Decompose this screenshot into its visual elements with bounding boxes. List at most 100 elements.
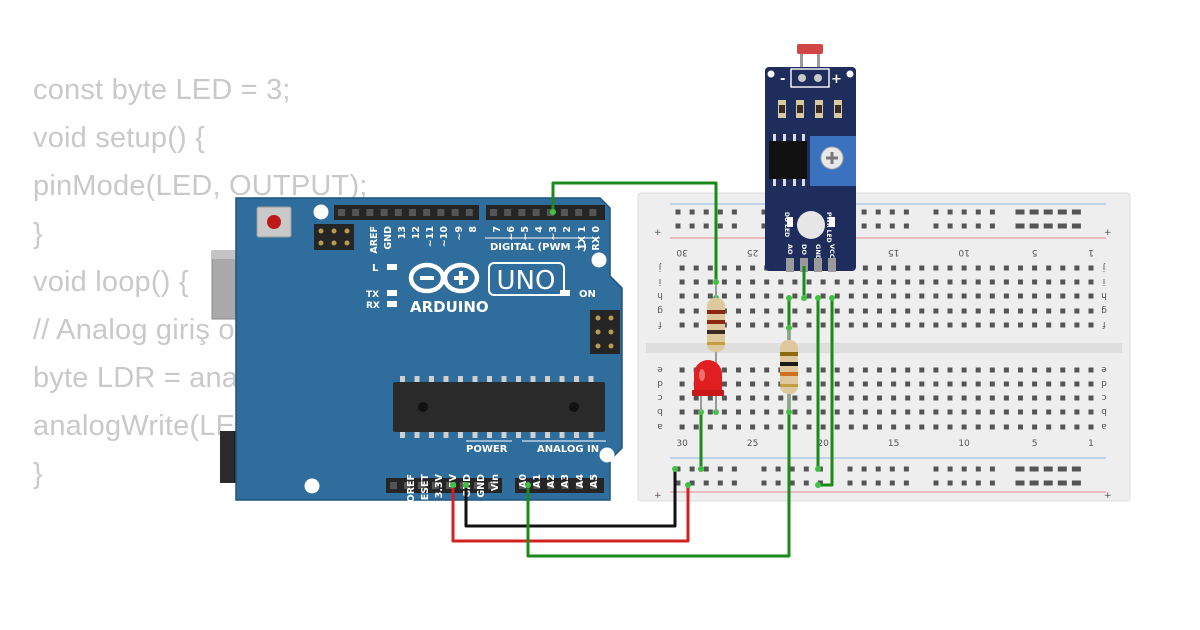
- breadboard-hole: [675, 480, 681, 486]
- breadboard-hole: [947, 409, 953, 415]
- breadboard-hole: [717, 223, 723, 229]
- breadboard-hole: [848, 322, 854, 328]
- sensor-do-led-label: DO LED: [783, 212, 790, 237]
- breadboard-hole: [989, 279, 995, 285]
- col-number-bottom: 15: [888, 439, 899, 449]
- row-label-left: j: [659, 262, 663, 272]
- breadboard-hole: [1057, 223, 1063, 229]
- breadboard-hole: [947, 322, 953, 328]
- breadboard-hole: [947, 480, 953, 486]
- breadboard-hole: [792, 279, 798, 285]
- breadboard-hole: [877, 409, 882, 415]
- breadboard-hole: [891, 381, 897, 387]
- breadboard-hole: [1046, 308, 1052, 314]
- breadboard-hole: [1029, 466, 1035, 472]
- breadboard-hole: [989, 209, 995, 215]
- analog-pin-label: A4: [575, 474, 586, 488]
- col-number-top: 30: [676, 247, 688, 257]
- breadboard-hole: [989, 308, 995, 314]
- breadboard-hole: [750, 381, 756, 387]
- breadboard-hole: [947, 209, 953, 215]
- breadboard-hole: [689, 480, 695, 486]
- rail-plus-bottom-right: +: [1104, 491, 1112, 501]
- breadboard-hole: [834, 308, 840, 314]
- breadboard-hole: [889, 223, 895, 229]
- wire-gnd-to-rail: [464, 469, 677, 528]
- row-label-right: e: [1101, 364, 1107, 374]
- breadboard-hole: [1033, 209, 1039, 215]
- breadboard-hole: [689, 223, 695, 229]
- breadboard-hole: [862, 424, 868, 430]
- wire-endpoint: [801, 295, 807, 301]
- sensor-pwr-led-label: PWR LED: [825, 212, 832, 243]
- breadboard-hole: [1003, 381, 1009, 387]
- breadboard-hole: [1029, 209, 1035, 215]
- breadboard-hole: [1074, 279, 1080, 285]
- breadboard-hole: [775, 466, 781, 472]
- breadboard-hole: [933, 293, 939, 299]
- breadboard-hole: [1003, 308, 1009, 314]
- breadboard-hole: [736, 409, 741, 415]
- breadboard-hole: [848, 381, 854, 387]
- breadboard-hole: [891, 279, 897, 285]
- breadboard-hole: [861, 223, 867, 229]
- breadboard-hole: [1088, 265, 1094, 271]
- breadboard-hole: [1015, 480, 1021, 486]
- breadboard-hole: [721, 279, 727, 285]
- sensor-pin-label: GND: [814, 244, 822, 261]
- svg-text:L: L: [372, 263, 379, 274]
- breadboard-hole: [820, 293, 826, 299]
- breadboard-hole: [689, 466, 695, 472]
- breadboard-hole: [919, 265, 925, 271]
- breadboard-hole: [1018, 395, 1023, 401]
- breadboard-hole: [975, 409, 981, 415]
- breadboard-hole: [961, 381, 967, 387]
- breadboard-hole: [947, 466, 953, 472]
- breadboard-hole: [1032, 395, 1038, 401]
- breadboard-hole: [1074, 322, 1080, 328]
- breadboard-hole: [1088, 367, 1094, 373]
- breadboard-hole: [975, 381, 981, 387]
- breadboard-hole: [693, 409, 699, 415]
- breadboard-hole: [721, 409, 727, 415]
- breadboard-hole: [834, 409, 840, 415]
- breadboard-hole: [778, 279, 784, 285]
- breadboard-hole: [736, 293, 741, 299]
- breadboard-hole: [1060, 279, 1066, 285]
- breadboard-hole: [947, 279, 953, 285]
- breadboard-hole: [877, 279, 882, 285]
- wire-endpoints: [450, 209, 835, 488]
- breadboard-hole: [905, 322, 911, 328]
- breadboard-hole: [1074, 424, 1080, 430]
- breadboard-hole: [736, 322, 741, 328]
- breadboard-hole: [764, 322, 770, 328]
- breadboard-hole: [736, 265, 741, 271]
- breadboard-hole: [1019, 466, 1025, 472]
- wire-endpoint: [450, 482, 456, 488]
- breadboard-hole: [961, 293, 967, 299]
- breadboard-labels: 303025252020151510105511jjiihhggffeeddcc…: [657, 247, 1107, 449]
- breadboard-hole: [862, 279, 868, 285]
- breadboard-hole: [792, 322, 798, 328]
- breadboard-hole: [778, 424, 784, 430]
- breadboard-hole: [731, 223, 737, 229]
- breadboard-hole: [933, 308, 939, 314]
- breadboard-hole: [848, 308, 854, 314]
- breadboard-hole: [820, 367, 826, 373]
- breadboard-hole: [1018, 409, 1023, 415]
- breadboard-hole: [707, 279, 713, 285]
- breadboard-hole: [806, 395, 812, 401]
- wire-sensor-vcc-to-rail: [818, 298, 834, 487]
- analog-in-label: ANALOG IN: [537, 444, 599, 455]
- breadboard-hole: [736, 308, 741, 314]
- breadboard-hole: [1060, 409, 1066, 415]
- col-number-top: 25: [747, 247, 758, 257]
- breadboard-hole: [1075, 480, 1081, 486]
- breadboard-hole: [764, 308, 770, 314]
- breadboard-hole: [1061, 480, 1067, 486]
- breadboard-hole: [1046, 293, 1052, 299]
- wire-endpoint: [685, 482, 691, 488]
- breadboard-hole: [1046, 395, 1052, 401]
- breadboard-hole: [1061, 223, 1067, 229]
